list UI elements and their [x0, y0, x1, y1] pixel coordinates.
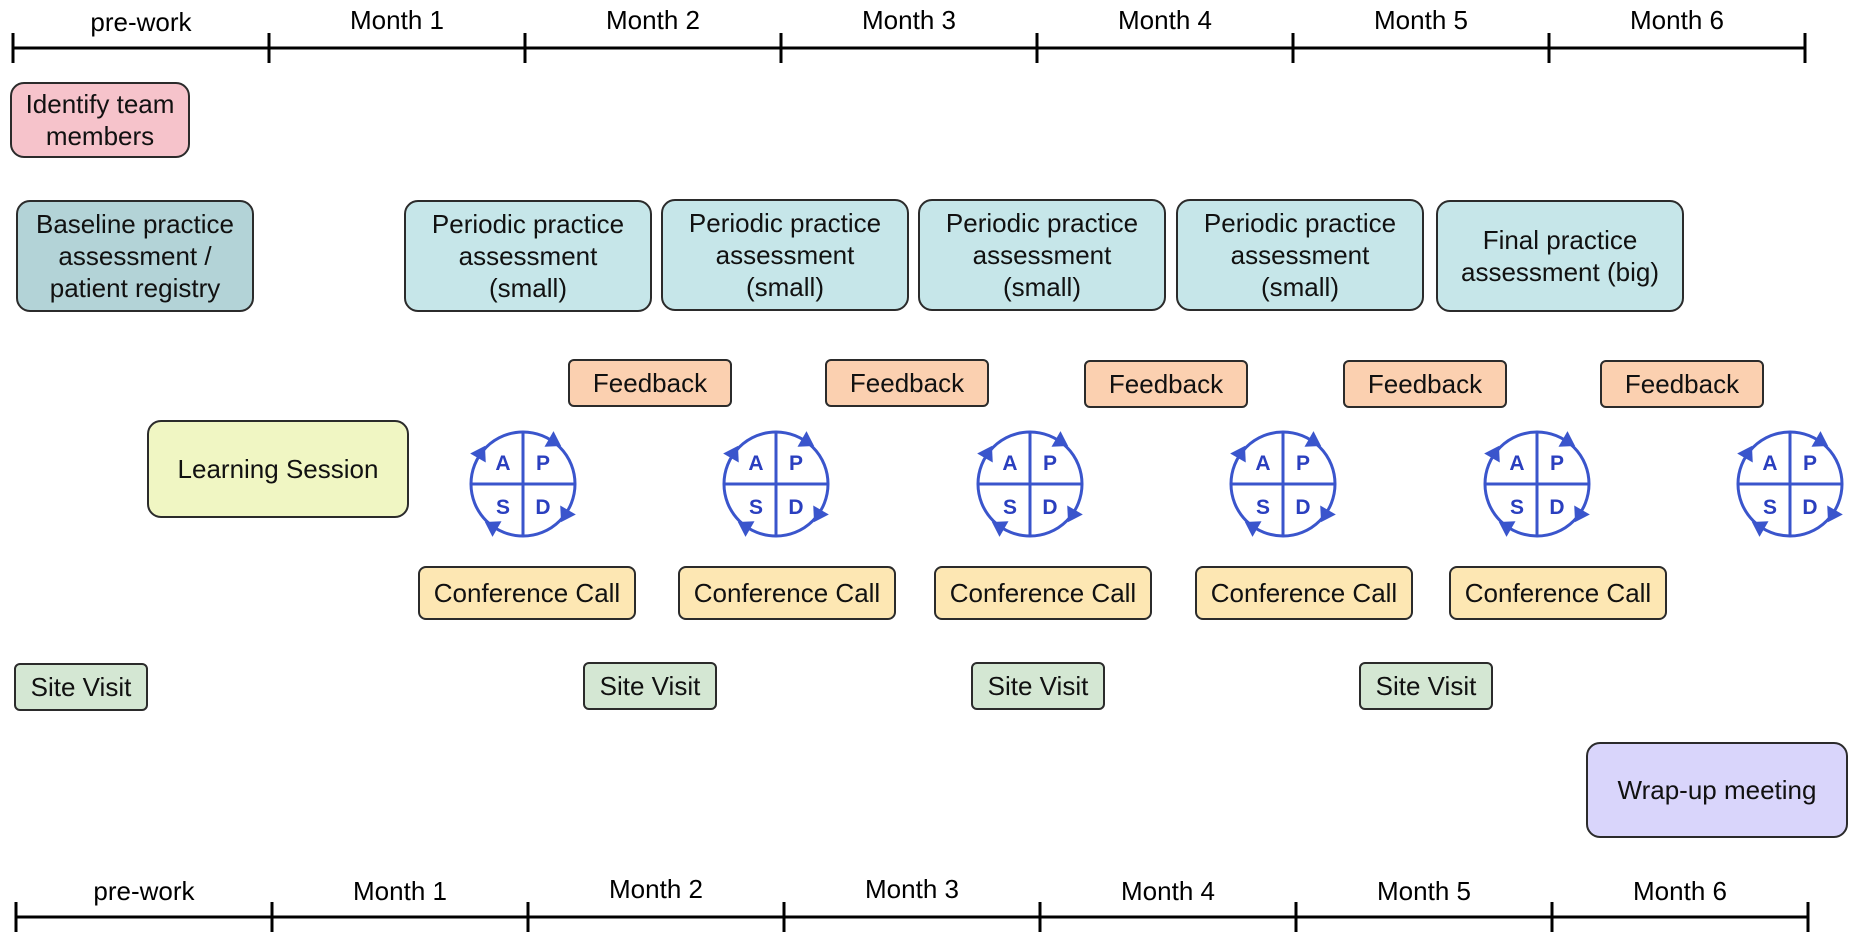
pdsa-cycle-icon: A P S D — [976, 430, 1084, 538]
final-assessment-box: Final practice assessment (big) — [1436, 200, 1684, 312]
site-visit-box-2: Site Visit — [583, 662, 717, 710]
bottom-label-month-4: Month 4 — [1121, 876, 1215, 906]
pdsa-arrowhead-icon — [1067, 505, 1083, 523]
pdsa-arrowhead-icon — [1230, 445, 1246, 463]
pdsa-letter-p: P — [536, 452, 550, 475]
pdsa-arrowhead-icon — [723, 445, 739, 463]
pdsa-arrowhead-icon — [813, 505, 829, 523]
conference-call-box-2: Conference Call — [678, 566, 896, 620]
pdsa-arrowhead-icon — [991, 521, 1009, 537]
pdsa-letter-s: S — [1510, 496, 1524, 519]
wrap-up-meeting-box: Wrap-up meeting — [1586, 742, 1848, 838]
pdsa-letter-d: D — [1295, 496, 1310, 519]
pdsa-arrowhead-icon — [1737, 445, 1753, 463]
learning-session-box: Learning Session — [147, 420, 409, 518]
pdsa-arrowhead-icon — [1244, 521, 1262, 537]
pdsa-letter-s: S — [1256, 496, 1270, 519]
top-label-month-6: Month 6 — [1630, 5, 1724, 35]
bottom-label-month-6: Month 6 — [1633, 876, 1727, 906]
identify-team-box: Identify team members — [10, 82, 190, 158]
periodic-assessment-box-3: Periodic practice assessment (small) — [918, 199, 1166, 311]
pdsa-cycle-icon: A P S D — [469, 430, 577, 538]
site-visit-box-4: Site Visit — [1359, 662, 1493, 710]
pdsa-letter-a: A — [1255, 452, 1270, 475]
pdsa-arrowhead-icon — [1558, 431, 1576, 447]
pdsa-letter-a: A — [1762, 452, 1777, 475]
pdsa-cycle-icon: A P S D — [1736, 430, 1844, 538]
pdsa-cycle-icon: A P S D — [1483, 430, 1591, 538]
feedback-box-2: Feedback — [825, 359, 989, 407]
feedback-box-3: Feedback — [1084, 360, 1248, 408]
top-label-month-5: Month 5 — [1374, 5, 1468, 35]
periodic-assessment-box-1: Periodic practice assessment (small) — [404, 200, 652, 312]
pdsa-arrowhead-icon — [560, 505, 576, 523]
pdsa-arrowhead-icon — [1051, 431, 1069, 447]
conference-call-box-1: Conference Call — [418, 566, 636, 620]
pdsa-letter-s: S — [496, 496, 510, 519]
pdsa-letter-p: P — [1550, 452, 1564, 475]
site-visit-box-3: Site Visit — [971, 662, 1105, 710]
pdsa-letter-d: D — [788, 496, 803, 519]
feedback-box-4: Feedback — [1343, 360, 1507, 408]
pdsa-arrowhead-icon — [737, 521, 755, 537]
baseline-assessment-box: Baseline practice assessment / patient r… — [16, 200, 254, 312]
pdsa-letter-p: P — [1296, 452, 1310, 475]
top-label-month-3: Month 3 — [862, 5, 956, 35]
pdsa-letter-d: D — [1042, 496, 1057, 519]
timeline-top-axis — [11, 33, 1807, 63]
pdsa-cycle-icon: A P S D — [722, 430, 830, 538]
feedback-box-5: Feedback — [1600, 360, 1764, 408]
pdsa-arrowhead-icon — [484, 521, 502, 537]
pdsa-arrowhead-icon — [544, 431, 562, 447]
top-label-month-1: Month 1 — [350, 5, 444, 35]
pdsa-letter-p: P — [1043, 452, 1057, 475]
periodic-assessment-box-4: Periodic practice assessment (small) — [1176, 199, 1424, 311]
bottom-label-month-5: Month 5 — [1377, 876, 1471, 906]
top-label-prework: pre-work — [90, 7, 192, 37]
pdsa-arrowhead-icon — [1320, 505, 1336, 523]
site-visit-box-1: Site Visit — [14, 663, 148, 711]
pdsa-letter-p: P — [789, 452, 803, 475]
conference-call-box-5: Conference Call — [1449, 566, 1667, 620]
pdsa-letter-a: A — [495, 452, 510, 475]
pdsa-arrowhead-icon — [1574, 505, 1590, 523]
periodic-assessment-box-2: Periodic practice assessment (small) — [661, 199, 909, 311]
pdsa-letter-a: A — [1002, 452, 1017, 475]
bottom-label-month-1: Month 1 — [353, 876, 447, 906]
pdsa-letter-a: A — [1509, 452, 1524, 475]
pdsa-arrowhead-icon — [1827, 505, 1843, 523]
top-label-month-2: Month 2 — [606, 5, 700, 35]
conference-call-box-3: Conference Call — [934, 566, 1152, 620]
pdsa-cycle-icon: A P S D — [1229, 430, 1337, 538]
bottom-label-month-3: Month 3 — [865, 874, 959, 904]
pdsa-arrowhead-icon — [1498, 521, 1516, 537]
pdsa-letter-a: A — [748, 452, 763, 475]
pdsa-arrowhead-icon — [797, 431, 815, 447]
pdsa-letter-s: S — [749, 496, 763, 519]
pdsa-arrowhead-icon — [1484, 445, 1500, 463]
pdsa-arrowhead-icon — [1751, 521, 1769, 537]
top-label-month-4: Month 4 — [1118, 5, 1212, 35]
pdsa-arrowhead-icon — [1811, 431, 1829, 447]
bottom-label-prework: pre-work — [93, 876, 195, 906]
pdsa-arrowhead-icon — [470, 445, 486, 463]
conference-call-box-4: Conference Call — [1195, 566, 1413, 620]
pdsa-letter-d: D — [535, 496, 550, 519]
bottom-label-month-2: Month 2 — [609, 874, 703, 904]
pdsa-letter-p: P — [1803, 452, 1817, 475]
pdsa-letter-d: D — [1549, 496, 1564, 519]
pdsa-letter-s: S — [1763, 496, 1777, 519]
pdsa-arrowhead-icon — [1304, 431, 1322, 447]
timeline-bottom-axis — [14, 902, 1810, 932]
pdsa-arrowhead-icon — [977, 445, 993, 463]
pdsa-letter-d: D — [1802, 496, 1817, 519]
feedback-box-1: Feedback — [568, 359, 732, 407]
pdsa-letter-s: S — [1003, 496, 1017, 519]
